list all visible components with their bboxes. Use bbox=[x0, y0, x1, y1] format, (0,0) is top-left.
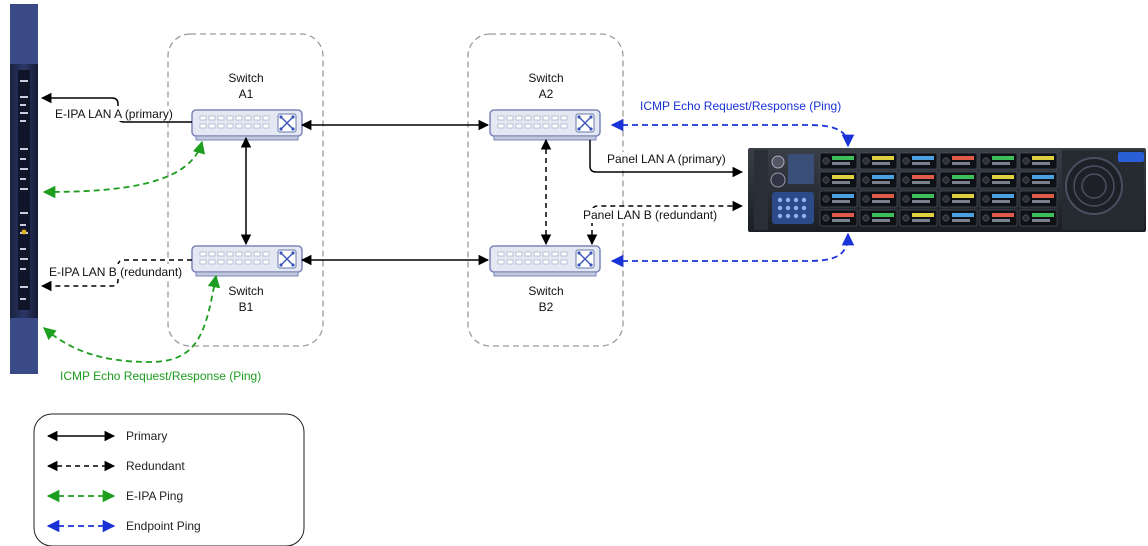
legend-box bbox=[33, 413, 305, 546]
eipa-lan-b-label: E-IPA LAN B (redundant) bbox=[49, 265, 182, 279]
endpoint-ping-label: ICMP Echo Request/Response (Ping) bbox=[640, 99, 841, 113]
switch-b1-label-1: Switch bbox=[228, 284, 263, 298]
switch-a1-icon bbox=[191, 109, 303, 141]
legend-eipa-ping-label: E-IPA Ping bbox=[126, 489, 183, 503]
eipa-ping-label: ICMP Echo Request/Response (Ping) bbox=[60, 369, 261, 383]
switch-group-right bbox=[467, 33, 624, 347]
eipa-card-icon bbox=[10, 4, 38, 374]
endpoint-ping-a bbox=[610, 118, 855, 148]
switch-group-left bbox=[167, 33, 324, 347]
legend-redundant-label: Redundant bbox=[126, 459, 185, 473]
link-panel-lan-b bbox=[586, 200, 744, 246]
switch-b1-label-2: B1 bbox=[239, 300, 254, 314]
switch-a2-icon bbox=[489, 109, 601, 141]
switch-b2-icon bbox=[489, 245, 601, 277]
eipa-ping-a bbox=[42, 140, 206, 199]
intercom-panel-icon bbox=[748, 148, 1146, 232]
endpoint-ping-b bbox=[610, 232, 855, 268]
switch-a2-label-1: Switch bbox=[528, 71, 563, 85]
panel-lan-b-label: Panel LAN B (redundant) bbox=[583, 208, 717, 222]
switch-a2-label-2: A2 bbox=[539, 87, 554, 101]
switch-a1-label-2: A1 bbox=[239, 87, 254, 101]
eipa-lan-a-label: E-IPA LAN A (primary) bbox=[55, 107, 173, 121]
eipa-ping-b bbox=[43, 274, 221, 363]
switch-b2-label-2: B2 bbox=[539, 300, 554, 314]
panel-lan-a-label: Panel LAN A (primary) bbox=[607, 152, 726, 166]
switch-b1-icon bbox=[191, 245, 303, 277]
switch-b2-label-1: Switch bbox=[528, 284, 563, 298]
switch-a1-label-1: Switch bbox=[228, 71, 263, 85]
legend-endpoint-ping-label: Endpoint Ping bbox=[126, 519, 201, 533]
link-panel-lan-a bbox=[589, 140, 744, 178]
legend-primary-label: Primary bbox=[126, 429, 167, 443]
